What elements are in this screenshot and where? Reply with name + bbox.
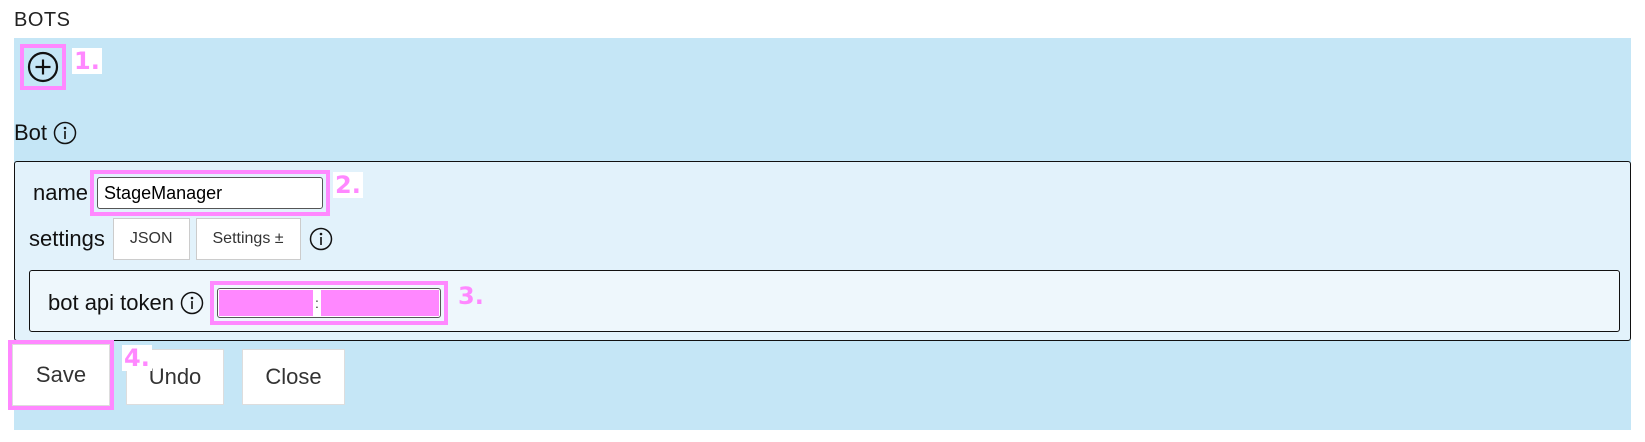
plus-circle-icon [27,51,59,83]
save-button[interactable]: Save [12,344,110,406]
settings-row: settings JSON Settings ± [29,218,333,260]
save-highlight: Save [8,340,114,410]
name-row: name [33,170,331,216]
token-row: bot api token : [48,281,448,325]
token-section: bot api token : 3. [29,270,1620,332]
marker-1: 1. [72,47,102,75]
token-mask-left [218,290,313,316]
info-icon[interactable] [53,121,77,145]
name-label: name [33,180,89,205]
marker-2: 2. [333,171,363,199]
name-field-highlight [90,170,331,216]
bot-label: Bot [14,120,48,145]
bots-panel: 1. Bot name 2. settings JSON Settings ± [8,38,1631,430]
marker-4: 4. [122,344,152,372]
token-separator: : [315,295,319,311]
close-button[interactable]: Close [242,349,345,405]
token-mask-right [320,290,439,316]
marker-3: 3. [458,282,484,310]
name-input[interactable] [97,177,324,209]
token-info-icon[interactable] [180,291,204,315]
add-bot-button[interactable] [20,44,66,90]
token-input[interactable]: : [216,288,441,318]
settings-toggle-button[interactable]: Settings ± [195,218,301,260]
settings-label: settings [29,226,105,251]
json-button[interactable]: JSON [112,218,190,260]
token-label: bot api token [48,290,174,315]
section-title: BOTS [14,9,71,31]
bot-form: name 2. settings JSON Settings ± bot api… [14,161,1631,341]
settings-info-icon[interactable] [309,227,333,251]
token-field-highlight: : [209,281,448,325]
bot-heading: Bot [14,120,77,146]
undo-button[interactable]: Undo [126,349,224,405]
